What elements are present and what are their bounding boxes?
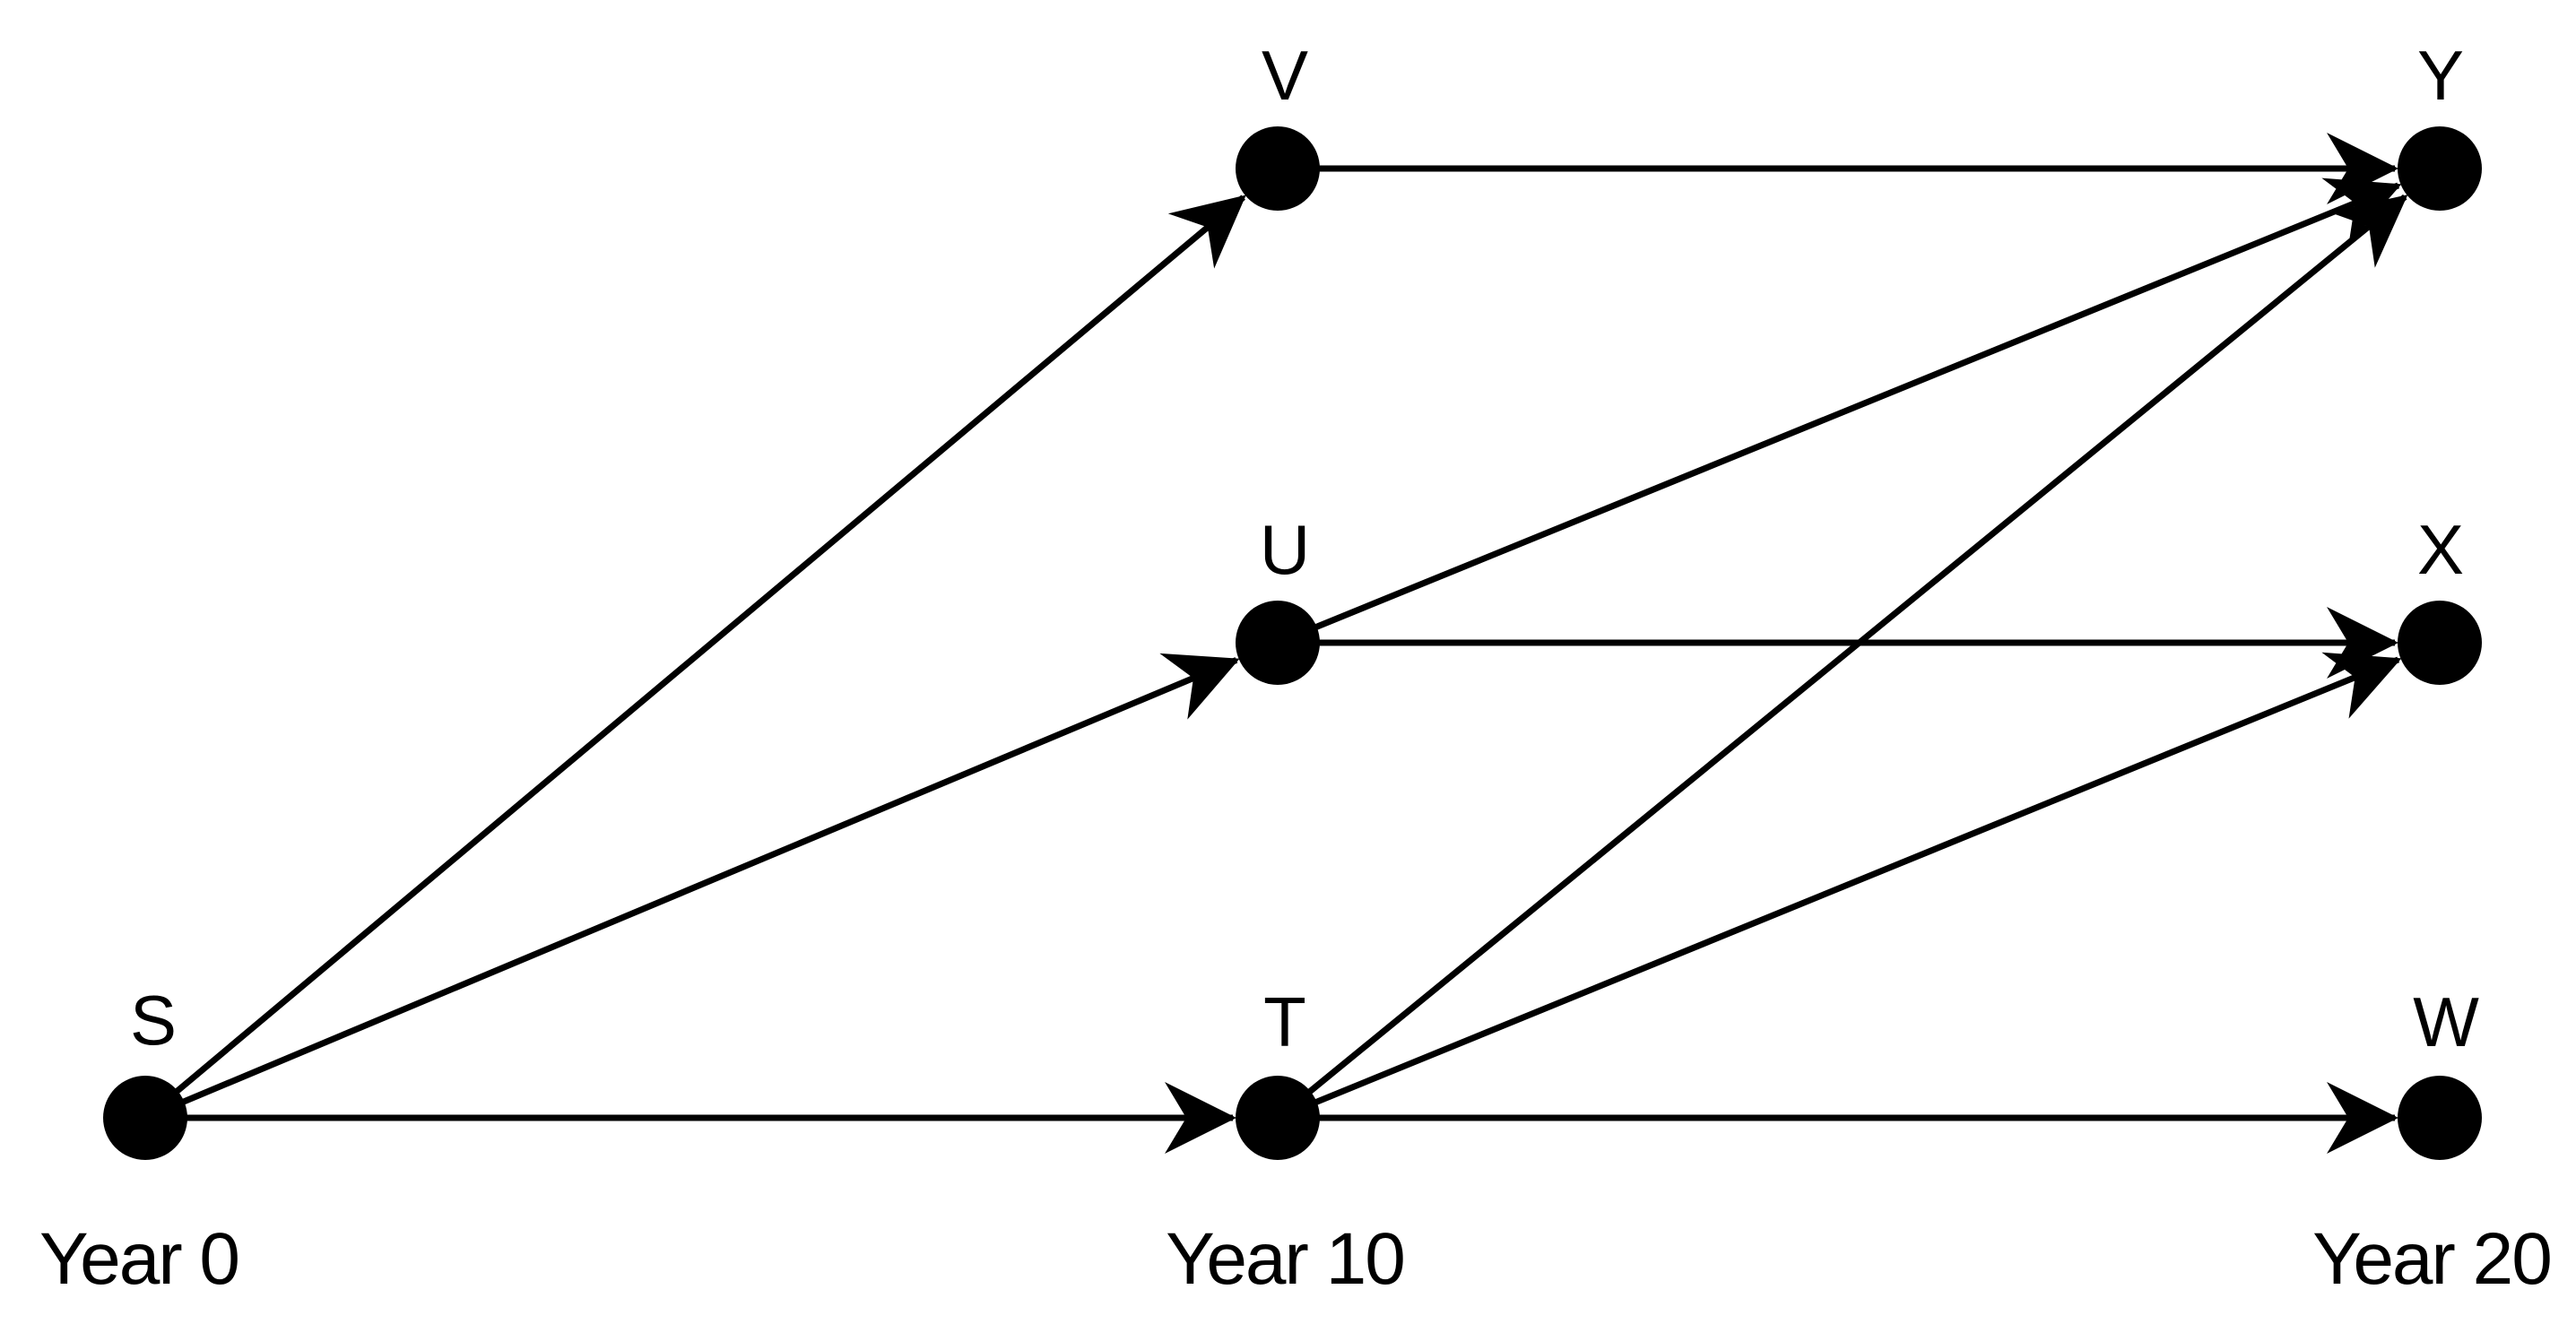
node-label-u: U xyxy=(1260,510,1310,589)
node-label-x: X xyxy=(2417,510,2464,589)
node-s xyxy=(103,1076,187,1160)
node-x xyxy=(2398,601,2482,685)
edge-t-to-y xyxy=(1275,194,2408,1121)
edge-t-to-x xyxy=(1276,652,2402,1121)
time-label-year-20: Year 20 xyxy=(2312,1218,2551,1300)
node-label-y: Y xyxy=(2417,36,2464,115)
node-t xyxy=(1236,1076,1320,1160)
edge-s-to-u xyxy=(143,653,1240,1121)
node-label-w: W xyxy=(2413,982,2479,1061)
node-label-v: V xyxy=(1262,36,1308,115)
edge-s-to-v xyxy=(143,195,1246,1121)
node-u xyxy=(1236,601,1320,685)
edges xyxy=(143,133,2408,1154)
node-y xyxy=(2398,126,2482,211)
node-w xyxy=(2398,1076,2482,1160)
node-label-t: T xyxy=(1263,982,1306,1061)
node-v xyxy=(1236,126,1320,211)
time-label-year-0: Year 0 xyxy=(39,1218,239,1300)
node-label-s: S xyxy=(130,981,177,1060)
nodes xyxy=(103,126,2482,1160)
edge-u-to-y xyxy=(1276,177,2402,646)
time-label-year-10: Year 10 xyxy=(1166,1218,1404,1300)
